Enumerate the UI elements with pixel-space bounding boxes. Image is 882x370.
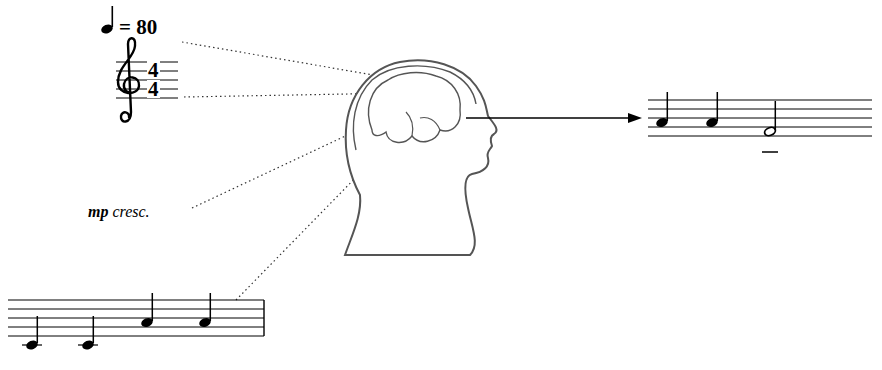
notes: [22, 293, 212, 351]
output-arrow: [466, 113, 642, 123]
notes: [655, 92, 778, 152]
time-signature-denominator: 4: [147, 80, 160, 98]
time-signature-numerator: 4: [147, 61, 160, 79]
quarter-note: [100, 6, 114, 35]
treble-clef: [118, 38, 139, 121]
staff: [8, 300, 264, 336]
head-silhouette: [345, 60, 496, 255]
expression-marking: cresc.: [112, 203, 149, 221]
staff: [648, 100, 872, 136]
tempo-value: = 80: [119, 16, 157, 39]
dynamic-marking: mp: [88, 203, 108, 221]
